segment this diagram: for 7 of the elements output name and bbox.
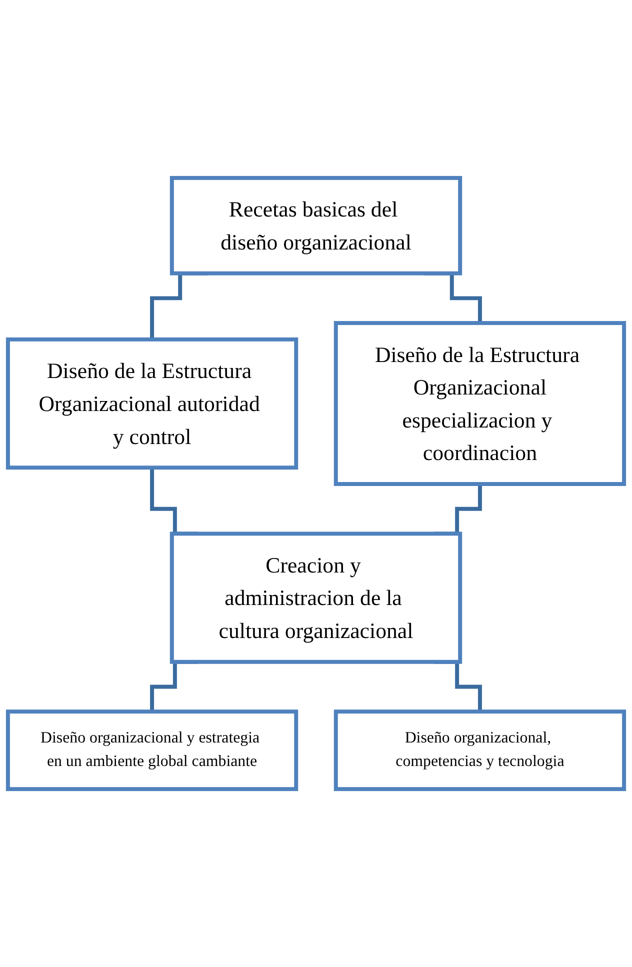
node-box <box>170 176 462 276</box>
node-box <box>6 710 298 792</box>
node-box <box>334 710 626 792</box>
node-box <box>170 532 462 664</box>
node-box <box>6 337 298 470</box>
flowchart-diagram: Recetas basicas del diseño organizacional Diseño de la Estructura Organizacional autoridad y control Diseño de la Estructura Organizacional especializacion y coordinacion Creacion y administracion de la cultura organizacional Diseño organizacional y estrategia en un ambiente global cambiante Diseño organizacional, competencias y tecnologia <box>0 170 632 798</box>
node-box <box>334 321 626 486</box>
